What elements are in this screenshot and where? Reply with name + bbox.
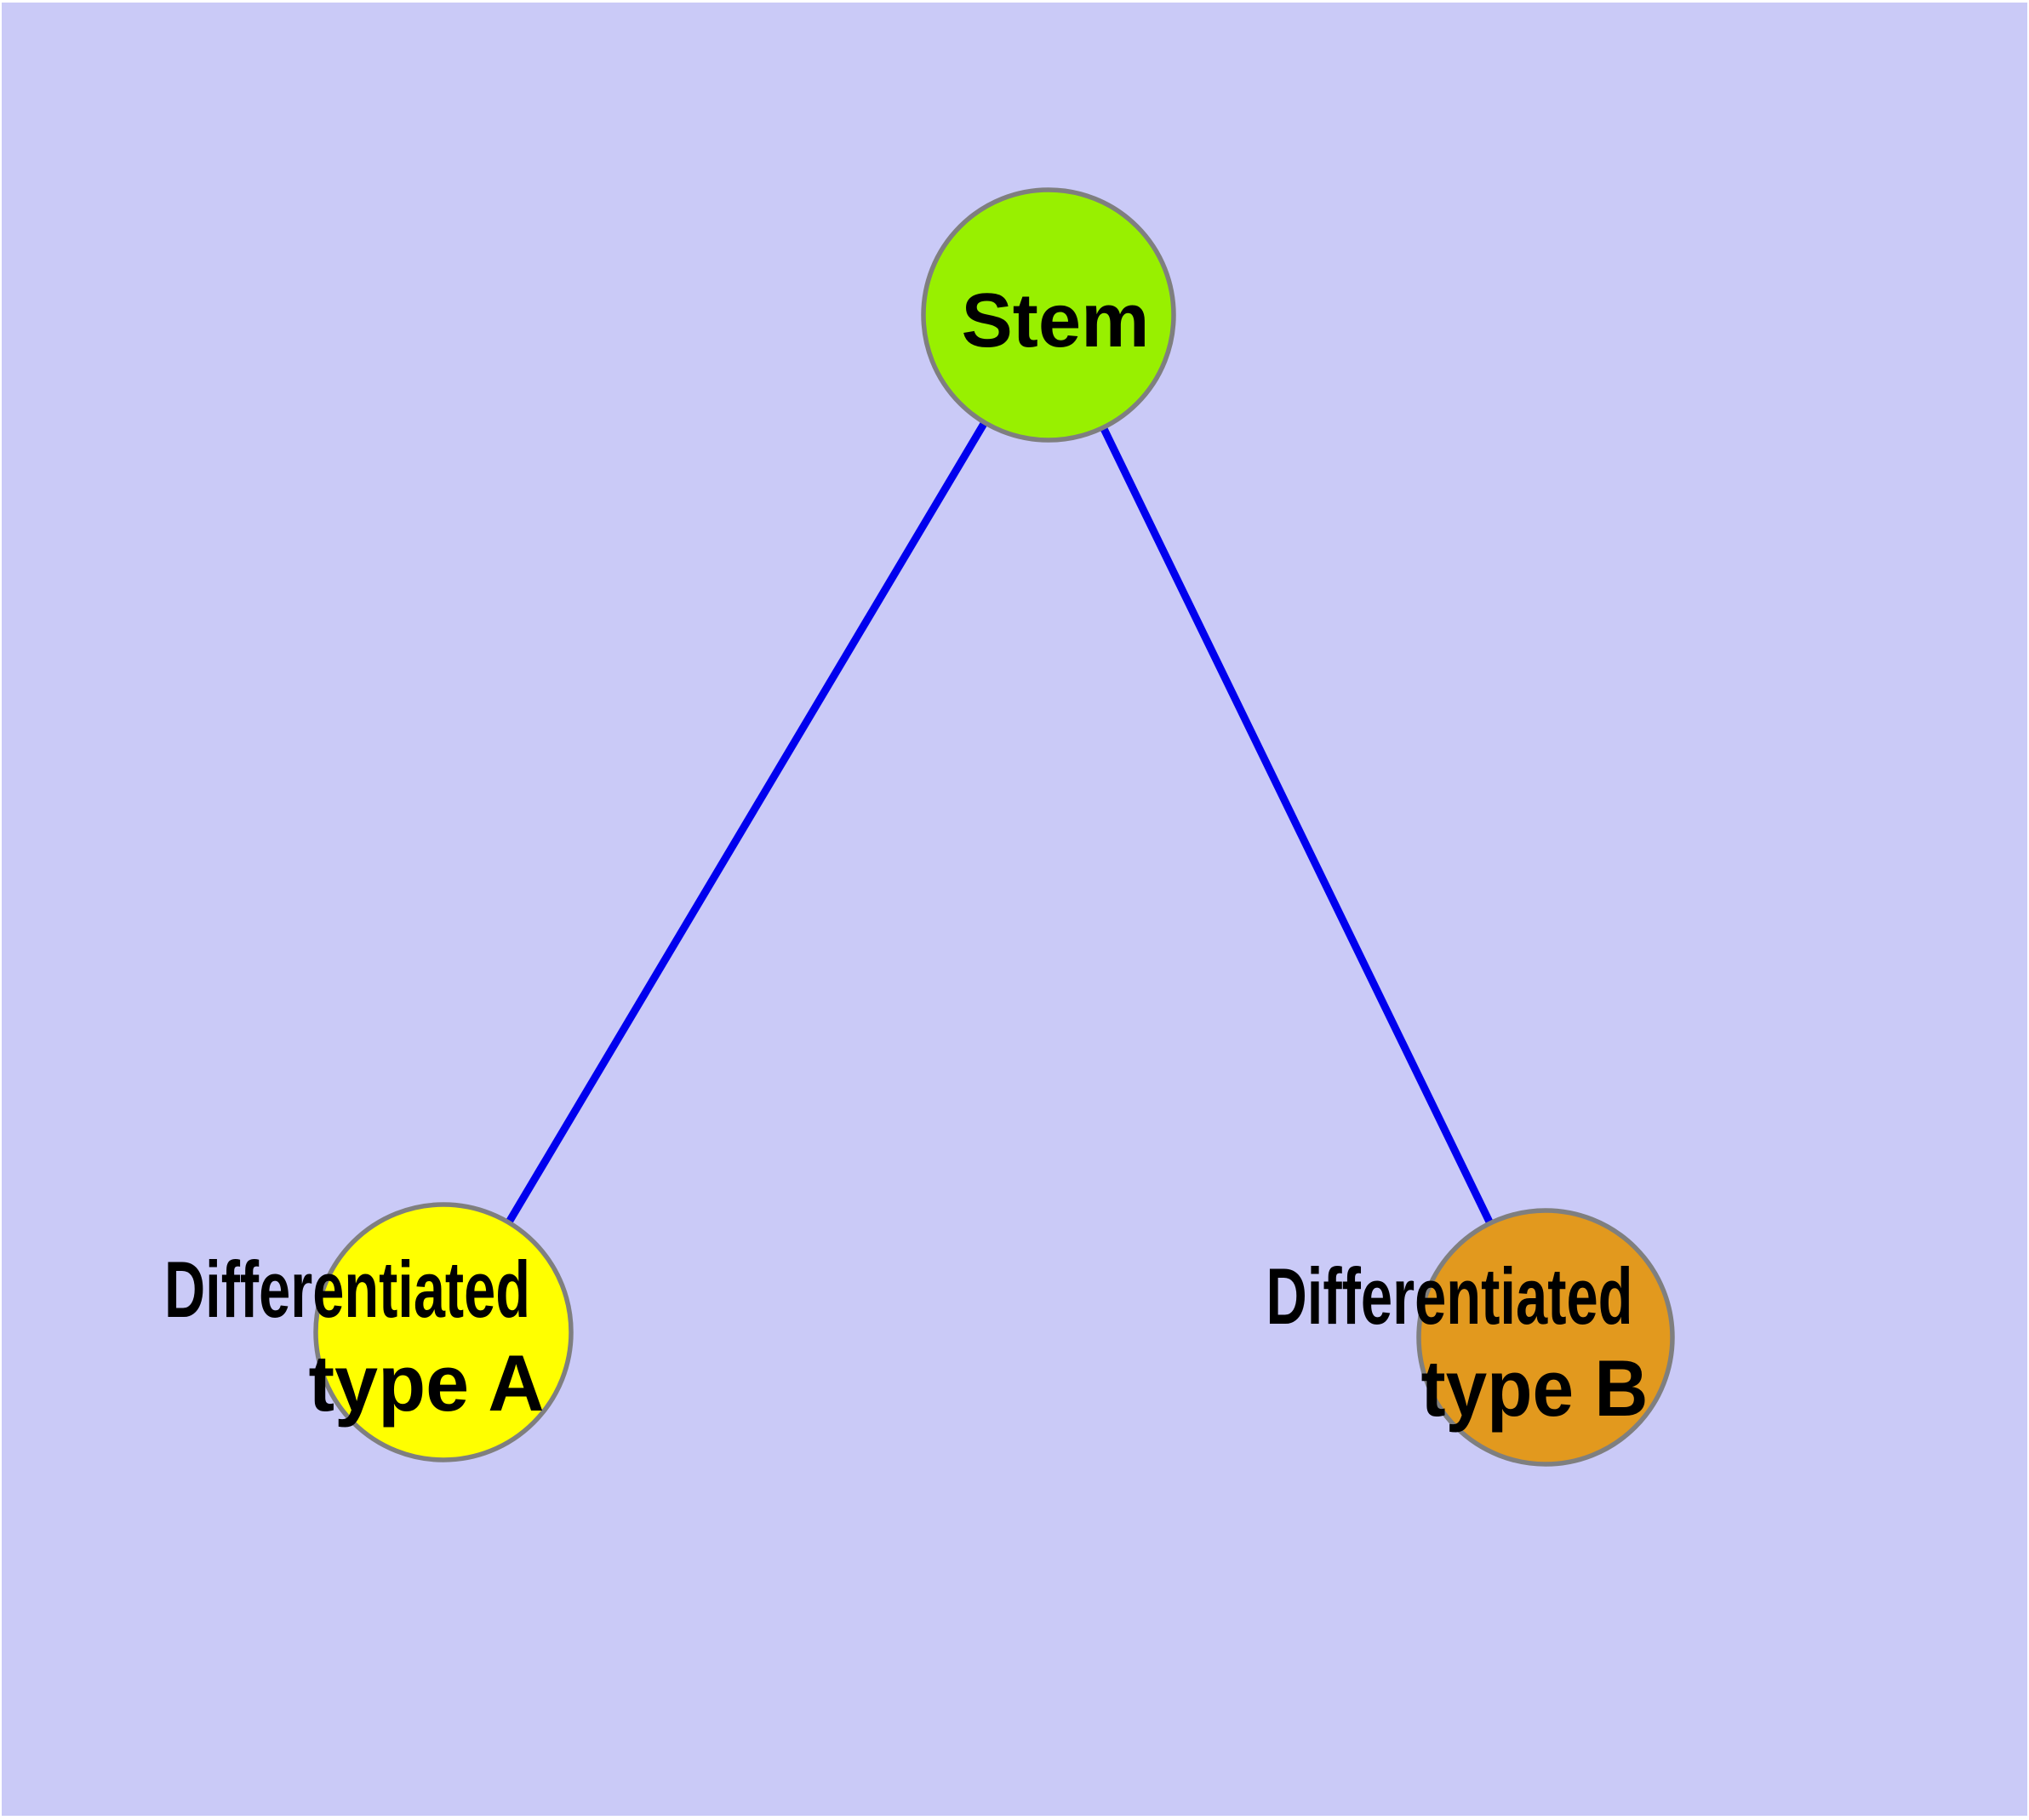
node-type-b-label-line2: type B bbox=[1421, 1343, 1649, 1433]
edge-stem-to-type-b bbox=[1044, 313, 1550, 1339]
edge-stem-to-type-a bbox=[440, 312, 1052, 1335]
node-layer: Stem Differentiated type A Differentiate… bbox=[164, 187, 1675, 1467]
node-stem-label: Stem bbox=[962, 278, 1150, 363]
node-type-a-label-line1: Differentiated bbox=[164, 1245, 530, 1334]
node-stem-circle bbox=[921, 187, 1176, 443]
node-type-a-label-line2: type A bbox=[309, 1338, 545, 1428]
node-type-b-label-line1: Differentiated bbox=[1266, 1251, 1633, 1341]
edge-layer bbox=[440, 312, 1550, 1339]
node-type-b-circle bbox=[1416, 1208, 1675, 1467]
node-type-a-circle bbox=[313, 1202, 574, 1462]
